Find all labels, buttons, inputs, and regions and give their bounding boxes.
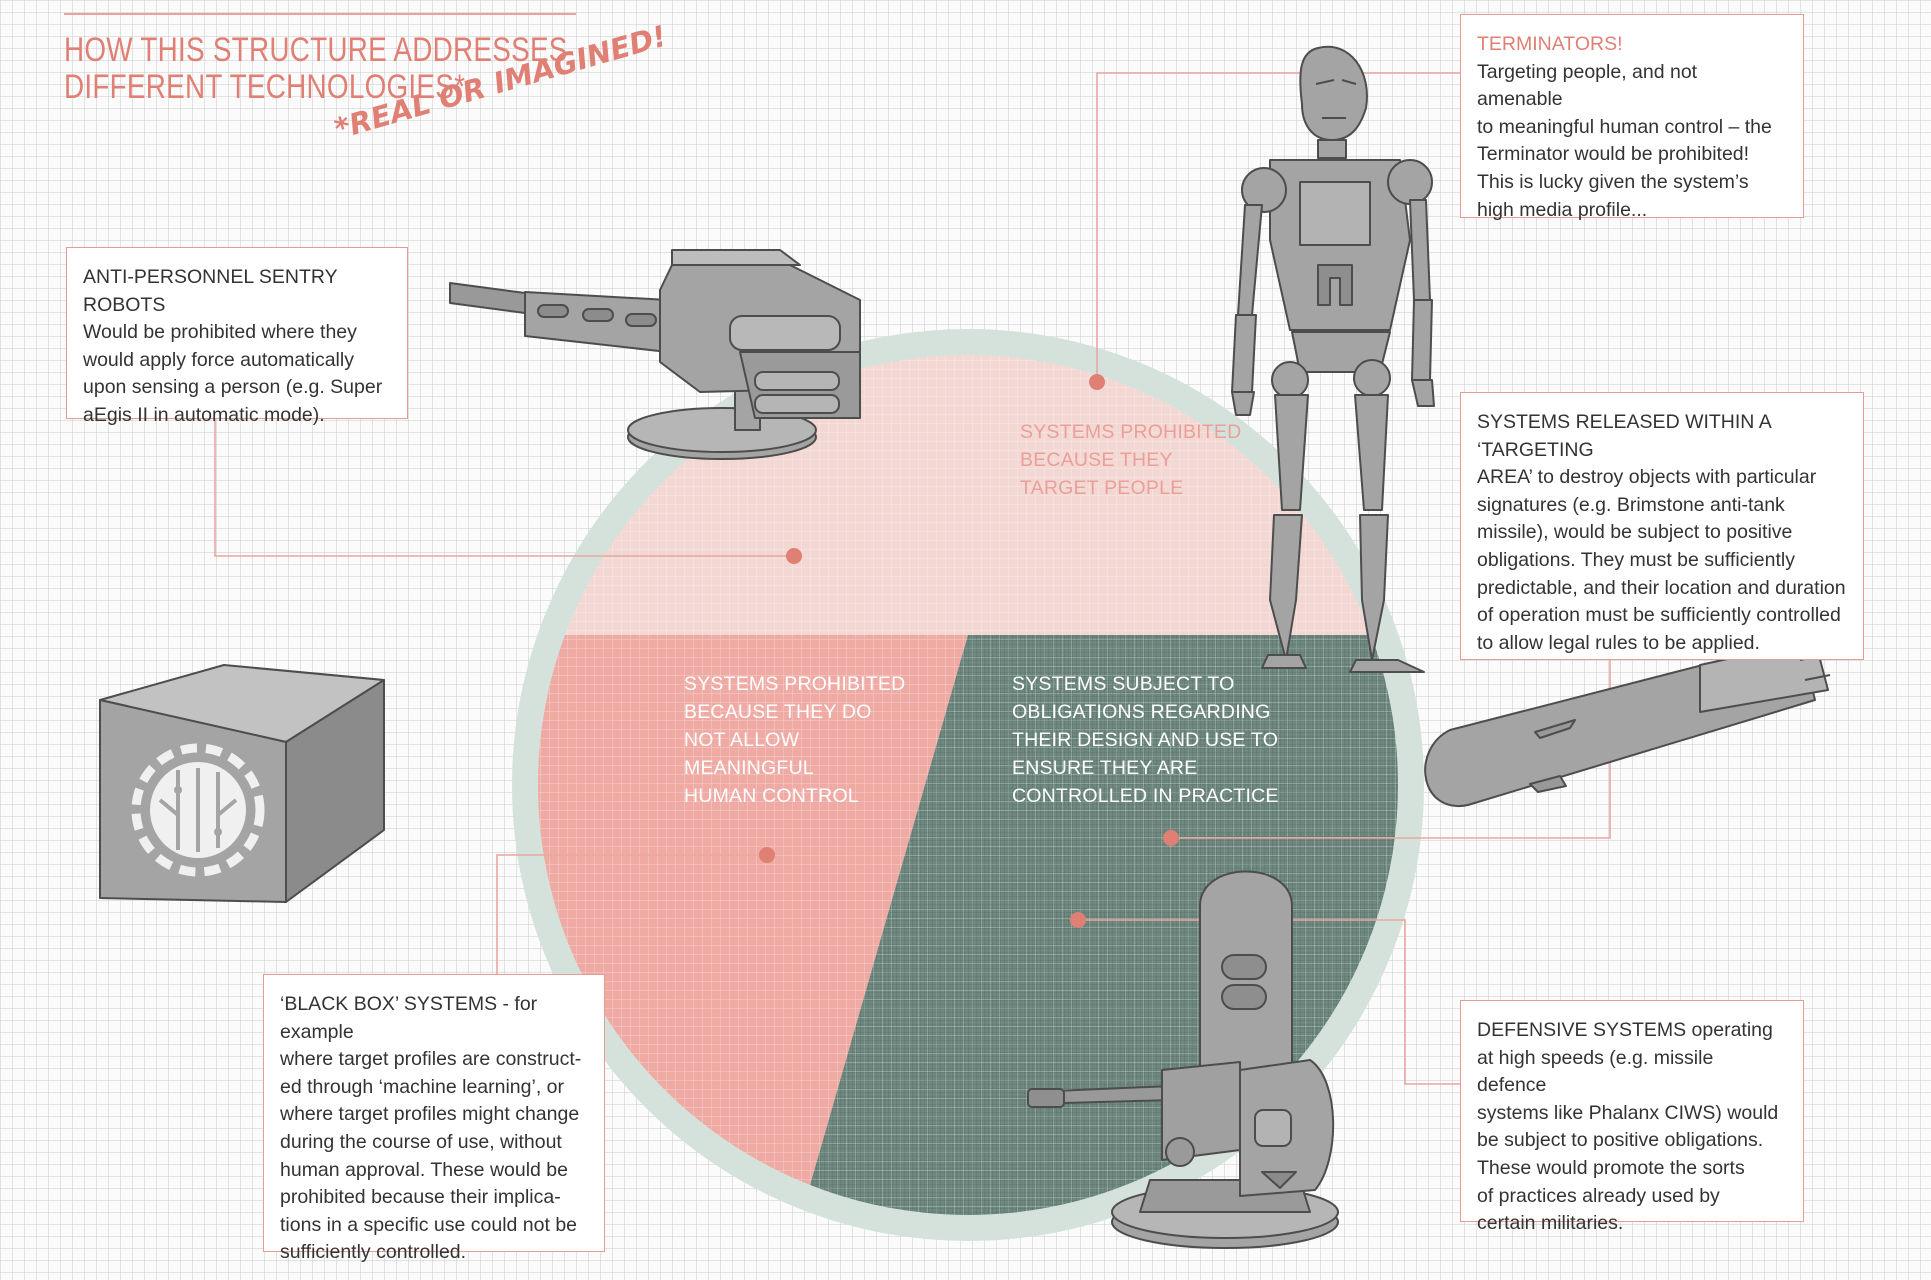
segment-label-line: CONTROLLED IN PRACTICE: [1012, 785, 1279, 807]
segment-label-line: SYSTEMS PROHIBITED: [1020, 421, 1242, 443]
segment-label-line: BECAUSE THEY DO: [684, 701, 872, 723]
dot-blackbox: [759, 847, 775, 863]
callout-line: of practices already used by: [1477, 1184, 1720, 1207]
callout-line: would apply force automatically: [83, 348, 354, 371]
callout-line: DEFENSIVE SYSTEMS operating: [1477, 1019, 1773, 1041]
callout-line: at high speeds (e.g. missile defence: [1477, 1046, 1714, 1097]
callout-line: Targeting people, and not amenable: [1477, 60, 1698, 111]
callout-line: missile), would be subject to positive: [1477, 521, 1793, 544]
callout-line: These would promote the sorts: [1477, 1156, 1745, 1179]
segment-label-line: OBLIGATIONS REGARDING: [1012, 701, 1271, 723]
callout-line: upon sensing a person (e.g. Super: [83, 376, 383, 399]
page-title: HOW THIS STRUCTURE ADDRESSES DIFFERENT T…: [64, 31, 568, 106]
phalanx-defensive-illustration: [1027, 870, 1339, 1249]
callout-line: prohibited because their implica-: [280, 1186, 561, 1209]
segment-label-line: BECAUSE THEY: [1020, 449, 1173, 471]
leader-blackbox: [496, 854, 767, 975]
callout-sentry-robots: ANTI-PERSONNEL SENTRY ROBOTS Would be pr…: [66, 247, 408, 426]
callout-line: sufficiently controlled.: [280, 1241, 467, 1264]
callout-line: AREA’ to destroy objects with particular: [1477, 466, 1817, 489]
callout-line: high media profile...: [1477, 198, 1648, 221]
segment-label-line: SYSTEMS PROHIBITED: [684, 673, 906, 695]
callout-line: systems like Phalanx CIWS) would: [1477, 1101, 1779, 1124]
segment-label-obligations: SYSTEMS SUBJECT TO OBLIGATIONS REGARDING…: [1012, 670, 1279, 810]
callout-line: obligations. They must be sufficiently: [1477, 548, 1795, 571]
callout-line: where target profiles are construct-: [280, 1048, 582, 1071]
callout-line: of operation must be sufficiently contro…: [1477, 604, 1841, 627]
callout-dots: [759, 374, 1179, 928]
segment-label-target-people: SYSTEMS PROHIBITED BECAUSE THEY TARGET P…: [1020, 418, 1241, 502]
callout-line: signatures (e.g. Brimstone anti-tank: [1477, 493, 1785, 516]
callout-line: to meaningful human control – the: [1477, 115, 1772, 138]
callout-black-box: ‘BLACK BOX’ SYSTEMS - for example where …: [263, 974, 605, 1263]
dot-defensive: [1070, 912, 1086, 928]
segment-label-line: SYSTEMS SUBJECT TO: [1012, 673, 1235, 695]
callout-line: Would be prohibited where they: [83, 321, 357, 344]
title-line-2: DIFFERENT TECHNOLOGIES*: [64, 68, 466, 106]
callout-line: during the course of use, without: [280, 1130, 562, 1153]
sentry-gun-illustration: [449, 249, 861, 460]
black-box-cube-illustration: [99, 664, 385, 903]
dot-sentry: [786, 548, 802, 564]
callout-line: certain militaries.: [1477, 1212, 1624, 1235]
callout-line: tions in a specific use could not be: [280, 1213, 578, 1236]
dot-terminator: [1089, 374, 1105, 390]
callout-line: to allow legal rules to be applied.: [1477, 631, 1760, 654]
leader-sentry: [214, 415, 793, 557]
callout-line: where target profiles might change: [280, 1103, 580, 1126]
callout-line: SYSTEMS RELEASED WITHIN A ‘TARGETING: [1477, 411, 1771, 461]
terminator-robot-illustration: [1231, 45, 1435, 673]
segment-label-line: TARGET PEOPLE: [1020, 477, 1184, 499]
callout-line: human approval. These would be: [280, 1158, 568, 1181]
outer-ring: [512, 329, 1424, 1241]
callout-line: Terminator would be prohibited!: [1477, 143, 1750, 166]
callout-terminators: TERMINATORS! Targeting people, and not a…: [1460, 14, 1804, 221]
callout-line: ed through ‘machine learning’, or: [280, 1075, 565, 1098]
callout-line: This is lucky given the system’s: [1477, 170, 1749, 193]
callout-defensive-systems: DEFENSIVE SYSTEMS operating at high spee…: [1460, 1000, 1804, 1234]
callout-line: aEgis II in automatic mode).: [83, 403, 325, 426]
callout-heading: ANTI-PERSONNEL SENTRY ROBOTS: [83, 266, 338, 316]
callout-line: predictable, and their location and dura…: [1477, 576, 1846, 599]
segment-label-line: MEANINGFUL: [684, 757, 814, 779]
segment-label-line: THEIR DESIGN AND USE TO: [1012, 729, 1279, 751]
callout-heading: TERMINATORS!: [1477, 33, 1623, 55]
segment-label-line: ENSURE THEY ARE: [1012, 757, 1198, 779]
callout-line: be subject to positive obligations.: [1477, 1129, 1764, 1152]
segment-label-no-control: SYSTEMS PROHIBITED BECAUSE THEY DO NOT A…: [684, 670, 905, 810]
title-line-1: HOW THIS STRUCTURE ADDRESSES: [64, 31, 568, 69]
callout-targeting-area: SYSTEMS RELEASED WITHIN A ‘TARGETING ARE…: [1460, 392, 1864, 660]
dot-targeting: [1163, 830, 1179, 846]
header-rule: [64, 13, 576, 15]
segment-label-line: HUMAN CONTROL: [684, 785, 859, 807]
callout-line: ‘BLACK BOX’ SYSTEMS - for example: [280, 993, 538, 1043]
segment-label-line: NOT ALLOW: [684, 729, 800, 751]
